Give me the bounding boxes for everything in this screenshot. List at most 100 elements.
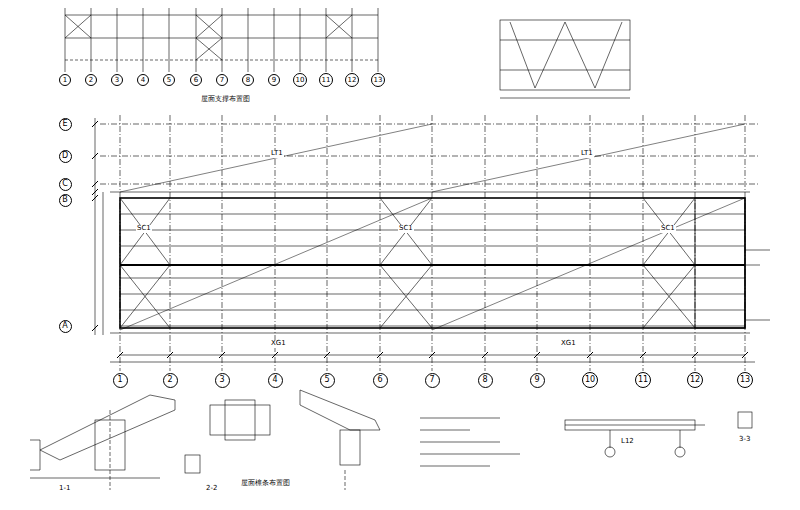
drawing-line	[643, 115, 644, 371]
drawing-line	[272, 352, 278, 358]
axis-bubble: 1	[59, 74, 71, 86]
drawing-line	[167, 352, 173, 358]
drawing-line	[170, 115, 171, 371]
drawing-line	[120, 326, 745, 327]
axis-bubble: E	[59, 118, 72, 131]
drawing-line	[326, 8, 327, 72]
drawing-line	[248, 8, 249, 72]
axis-bubble: 9	[268, 74, 280, 86]
bracing-elevation	[65, 8, 378, 72]
drawing-line	[92, 195, 98, 201]
drawing-line	[219, 352, 225, 358]
axis-bubble: C	[59, 178, 72, 191]
drawing-line	[91, 8, 92, 72]
axis-label: 3	[115, 77, 119, 84]
axis-bubble: B	[59, 194, 72, 207]
axis-label: A	[62, 322, 67, 330]
axis-label: 12	[348, 77, 357, 84]
drawing-line	[378, 8, 379, 72]
axis-label: 13	[374, 77, 383, 84]
axis-bubble: 12	[345, 73, 359, 87]
axis-label: 6	[377, 376, 382, 384]
member-label: 3-3	[738, 436, 751, 444]
member-label: LT1	[270, 150, 284, 158]
drawing-line	[324, 352, 330, 358]
axis-label: 8	[246, 77, 250, 84]
drawing-line	[65, 8, 66, 72]
axis-bubble: D	[59, 150, 72, 163]
drawing-line	[534, 352, 540, 358]
axis-label: 7	[429, 376, 434, 384]
drawing-line	[222, 8, 223, 72]
drawing-line	[432, 115, 433, 371]
axis-label: 4	[272, 376, 277, 384]
axis-label: 9	[534, 376, 539, 384]
axis-bubble: 5	[320, 373, 335, 388]
drawing-line	[692, 352, 698, 358]
drawing-line	[327, 115, 328, 371]
axis-bubble: 8	[242, 74, 254, 86]
member-label: 2-2	[205, 485, 218, 493]
axis-label: 11	[322, 77, 331, 84]
axis-bubble: 7	[425, 373, 440, 388]
drawing-line	[537, 115, 538, 371]
member-label: SC1	[398, 225, 414, 233]
drawing-line	[380, 115, 381, 371]
member-label: XG1	[270, 340, 287, 348]
axis-bubble: 3	[215, 373, 230, 388]
axis-bubble: 11	[319, 73, 333, 87]
drawing-line	[222, 115, 223, 371]
member-label: LT1	[580, 150, 594, 158]
axis-label: 3	[219, 376, 224, 384]
member-label: XG1	[560, 340, 577, 348]
drawing-line	[352, 8, 353, 72]
axis-bubble: 10	[293, 73, 307, 87]
axis-label: 8	[482, 376, 487, 384]
axis-bubble: 10	[582, 372, 598, 388]
drawing-line	[120, 246, 745, 247]
axis-label: 11	[638, 376, 648, 384]
axis-bubble: 11	[635, 372, 651, 388]
axis-bubble: 1	[113, 373, 128, 388]
axis-bubble: 13	[737, 372, 753, 388]
axis-label: 7	[220, 77, 224, 84]
axis-bubble: 6	[373, 373, 388, 388]
drawing-line	[120, 230, 745, 231]
truss-detail	[500, 20, 630, 98]
axis-label: 13	[740, 376, 750, 384]
axis-label: 1	[63, 77, 67, 84]
axis-bubble: 7	[216, 74, 228, 86]
axis-bubble: A	[59, 320, 72, 333]
axis-bubble: 9	[530, 373, 545, 388]
drawing-line	[92, 325, 98, 331]
drawing-line	[117, 352, 123, 358]
drawing-line	[169, 8, 170, 72]
axis-bubble: 3	[111, 74, 123, 86]
section-details	[30, 390, 752, 490]
drawing-line	[196, 8, 197, 72]
axis-label: 2	[167, 376, 172, 384]
drawing-line	[117, 8, 118, 72]
member-label: 1-1	[58, 485, 71, 493]
drawing-line	[485, 115, 486, 371]
drawing-line	[120, 278, 745, 279]
axis-label: 9	[272, 77, 276, 84]
axis-bubble: 4	[137, 74, 149, 86]
axis-bubble: 8	[478, 373, 493, 388]
axis-label: 5	[324, 376, 329, 384]
axis-label: 2	[89, 77, 93, 84]
drawing-line	[429, 352, 435, 358]
axis-bubble: 13	[371, 73, 385, 87]
drawing-line	[143, 8, 144, 72]
drawing-line	[742, 352, 748, 358]
axis-label: 5	[167, 77, 171, 84]
drawing-line	[587, 352, 593, 358]
axis-bubble: 12	[687, 372, 703, 388]
drawing-line	[120, 294, 745, 295]
drawing-line	[274, 8, 275, 72]
axis-label: 1	[117, 376, 122, 384]
axis-label: 12	[690, 376, 700, 384]
drawing-line	[120, 214, 745, 215]
drawing-line	[640, 352, 646, 358]
